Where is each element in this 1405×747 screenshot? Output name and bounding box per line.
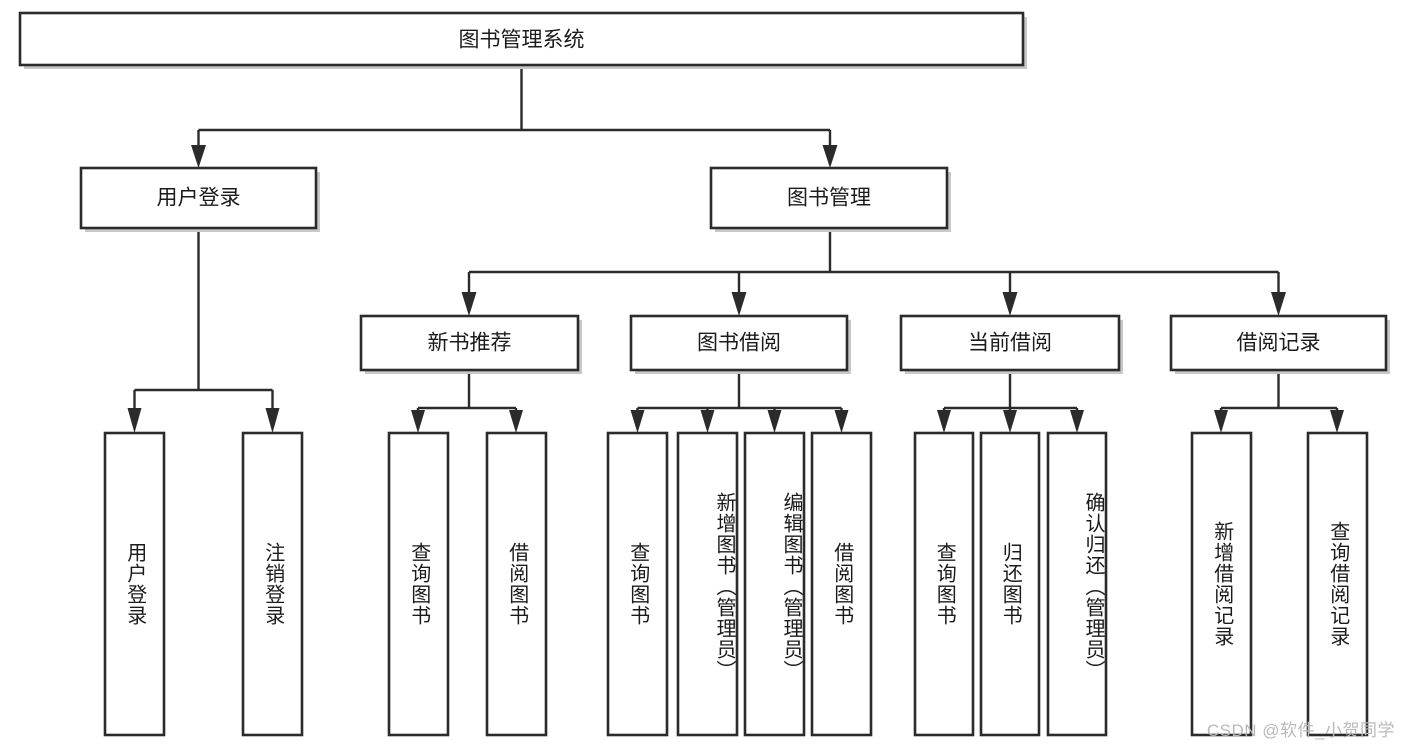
leaf-rect-logout[interactable] [241,431,304,737]
node-user-login-rect[interactable] [79,166,318,230]
leaf-boxes [103,431,1369,737]
leaf-rect-borrow-book-1[interactable] [485,431,548,737]
node-new-book-recommend-label: 新书推荐 [428,332,512,355]
arrow-newbook-c2 [509,410,523,433]
arrow-borrow-c1 [630,410,645,433]
arrow-login-child2 [265,408,280,433]
edge-group-newbook [411,374,523,433]
node-new-book-recommend[interactable]: 新书推荐 [359,314,582,374]
leaf-rect-borrow-book-2[interactable] [810,431,873,737]
arrow-current-c3 [1070,410,1084,433]
arrow-root-to-login [191,145,206,168]
node-current-borrow-rect[interactable] [899,314,1121,372]
node-book-management-label: 图书管理 [787,187,871,210]
leaf-rect-return-book[interactable] [979,431,1041,737]
edge-group-root [191,69,838,168]
arrow-record-c1 [1214,410,1228,433]
node-book-borrow-rect[interactable] [629,314,849,372]
node-borrow-record-label: 借阅记录 [1237,332,1321,355]
node-user-login-label: 用户登录 [157,187,241,210]
node-root[interactable]: 图书管理系统 [18,11,1027,69]
node-root-rect[interactable] [18,11,1025,67]
edge-group-current [937,374,1084,433]
arrow-newbook-c1 [411,410,425,433]
node-book-borrow[interactable]: 图书借阅 [629,314,851,374]
arrow-borrow-c3 [767,410,782,433]
csdn-watermark: CSDN @软件_小贺同学 [1206,721,1395,740]
edge-group-login [127,232,280,433]
node-current-borrow[interactable]: 当前借阅 [899,314,1123,374]
edge-group-borrow [630,374,849,433]
node-current-borrow-label: 当前借阅 [968,332,1052,355]
node-root-label: 图书管理系统 [459,29,585,52]
arrow-bookmgmt-c2 [731,292,747,316]
node-user-login[interactable]: 用户登录 [79,166,320,232]
leaf-rect-query-record[interactable] [1306,431,1369,737]
node-book-management-rect[interactable] [709,166,949,230]
node-new-book-recommend-rect[interactable] [359,314,580,372]
node-borrow-record-rect[interactable] [1169,314,1388,372]
leaf-rect-add-book[interactable] [676,431,739,737]
arrow-bookmgmt-c3 [1002,292,1018,316]
arrow-record-c2 [1330,410,1344,433]
edge-group-record [1214,374,1344,433]
leaf-rect-edit-book[interactable] [743,431,806,737]
leaf-rect-query-book-2[interactable] [606,431,669,737]
arrow-bookmgmt-c4 [1271,292,1286,316]
arrow-current-c2 [1003,410,1017,433]
leaf-rect-add-record[interactable] [1190,431,1253,737]
node-borrow-record[interactable]: 借阅记录 [1169,314,1390,374]
arrow-borrow-c4 [834,410,849,433]
arrow-root-to-bookmgmt [822,145,838,168]
node-book-management[interactable]: 图书管理 [709,166,951,232]
arrow-borrow-c2 [700,410,715,433]
leaf-rect-query-book-3[interactable] [913,431,975,737]
leaf-rect-confirm-return[interactable] [1046,431,1108,737]
node-book-borrow-label: 图书借阅 [697,332,781,355]
leaf-rect-user-login[interactable] [103,431,166,737]
edge-group-bookmgmt [461,232,1286,316]
arrow-current-c1 [937,410,951,433]
arrow-bookmgmt-c1 [461,292,477,316]
arrow-login-child1 [127,408,142,433]
leaf-rect-query-book-1[interactable] [387,431,450,737]
